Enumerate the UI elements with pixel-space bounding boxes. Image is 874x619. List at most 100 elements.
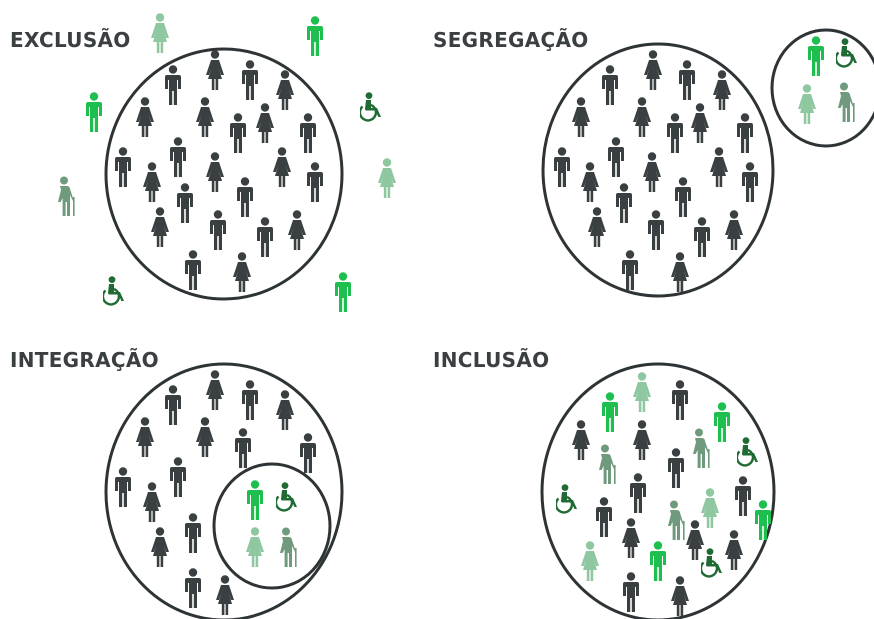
man-icon [300,433,316,473]
wheelchair-icon [360,92,383,122]
woman-icon [196,417,214,457]
woman-icon [143,162,161,202]
woman-icon [151,13,169,53]
man-icon [237,177,253,217]
elderly-person-icon [58,176,75,216]
man-icon [86,92,102,132]
integration-inner-circle [212,462,332,590]
woman-icon [206,50,224,90]
woman-icon [725,530,743,570]
woman-icon [151,207,169,247]
man-icon [335,272,351,312]
elderly-person-icon [838,82,855,122]
man-icon [602,65,618,105]
man-icon [737,113,753,153]
woman-icon [644,50,662,90]
man-icon [623,572,639,612]
man-icon [177,183,193,223]
wheelchair-icon [737,437,760,467]
man-icon [622,250,638,290]
woman-icon [701,488,719,528]
man-icon [235,428,251,468]
woman-icon [710,147,728,187]
man-icon [165,65,181,105]
man-icon [257,217,273,257]
woman-icon [633,420,651,460]
man-icon [735,476,751,516]
man-icon [185,250,201,290]
elderly-person-icon [599,444,616,484]
man-icon [115,147,131,187]
inclusion-circle [540,362,776,619]
elderly-person-icon [693,428,710,468]
man-icon [210,210,226,250]
title-exclusion: EXCLUSÃO [10,28,131,52]
man-icon [668,448,684,488]
woman-icon [671,576,689,616]
woman-icon [686,520,704,560]
woman-icon [713,70,731,110]
woman-icon [276,70,294,110]
man-icon [694,217,710,257]
title-inclusion: INCLUSÃO [433,348,550,372]
wheelchair-icon [556,484,579,514]
wheelchair-icon [701,548,724,578]
man-icon [679,60,695,100]
woman-icon [196,97,214,137]
man-icon [554,147,570,187]
woman-icon [206,152,224,192]
woman-icon [633,97,651,137]
woman-icon [151,527,169,567]
man-icon [608,137,624,177]
man-icon [596,497,612,537]
segregation-small-circle [770,28,874,148]
man-icon [307,16,323,56]
wheelchair-icon [276,482,299,512]
wheelchair-icon [103,276,126,306]
woman-icon [136,97,154,137]
woman-icon [136,417,154,457]
man-icon [650,541,666,581]
woman-icon [691,103,709,143]
woman-icon [725,210,743,250]
man-icon [675,177,691,217]
woman-icon [216,575,234,615]
woman-icon [572,97,590,137]
woman-icon [581,541,599,581]
woman-icon [233,252,251,292]
woman-icon [256,103,274,143]
woman-icon [622,518,640,558]
woman-icon [671,252,689,292]
woman-icon [206,370,224,410]
segregation-circle [541,42,775,298]
woman-icon [288,210,306,250]
elderly-person-icon [668,500,685,540]
man-icon [616,183,632,223]
man-icon [242,380,258,420]
man-icon [170,457,186,497]
man-icon [630,473,646,513]
woman-icon [588,207,606,247]
man-icon [667,113,683,153]
man-icon [672,380,688,420]
elderly-person-icon [280,527,297,567]
man-icon [602,392,618,432]
integration-circle [104,362,344,619]
title-integration: INTEGRAÇÃO [10,348,159,372]
man-icon [185,568,201,608]
man-icon [808,36,824,76]
woman-icon [246,527,264,567]
woman-icon [633,372,651,412]
man-icon [742,162,758,202]
man-icon [247,480,263,520]
wheelchair-icon [836,38,859,68]
woman-icon [581,162,599,202]
woman-icon [143,482,161,522]
man-icon [230,113,246,153]
man-icon [170,137,186,177]
man-icon [300,113,316,153]
man-icon [185,513,201,553]
man-icon [714,402,730,442]
man-icon [165,385,181,425]
